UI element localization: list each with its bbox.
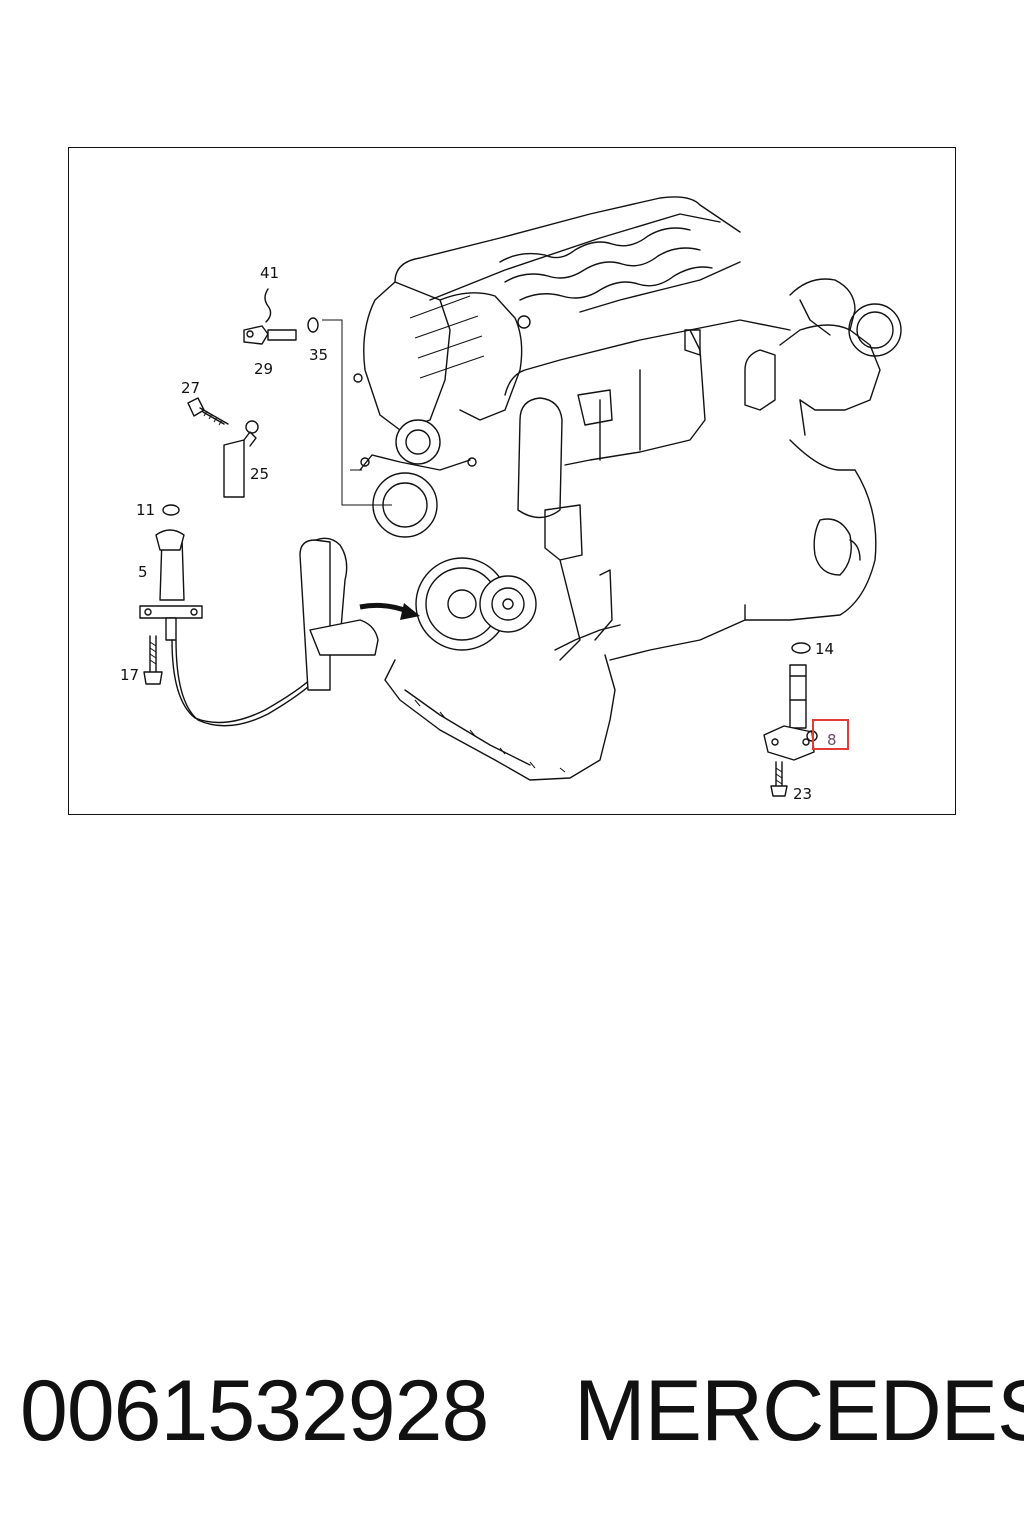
engine-parts-diagram: 41 35 29 27 25 11 5 17 14 8 23 [120, 196, 902, 803]
callout-5: 5 [138, 563, 148, 581]
callout-41: 41 [260, 264, 279, 282]
callout-35: 35 [309, 346, 328, 364]
leader-lines [322, 319, 392, 506]
part-8-sensor [763, 664, 818, 761]
engine-block-drawing [353, 196, 902, 781]
part-27-bolt [187, 397, 229, 426]
part-11-oring [162, 504, 180, 516]
callout-23: 23 [793, 785, 812, 803]
part-14-oring [791, 642, 811, 654]
callout-25: 25 [250, 465, 269, 483]
part-25-bracket [223, 420, 259, 498]
callout-11: 11 [136, 501, 155, 519]
part-17-bolt [143, 635, 163, 685]
callout-27: 27 [181, 379, 200, 397]
part-23-bolt [770, 761, 788, 797]
brand-name: MERCEDES [574, 1363, 1024, 1459]
callout-8: 8 [827, 731, 837, 749]
part-29-sensor [243, 325, 297, 345]
sensor-harness [299, 537, 379, 691]
caption: 0061532928 MERCEDES [0, 1362, 1024, 1472]
callout-29: 29 [254, 360, 273, 378]
highlight-box-callout-8 [812, 719, 849, 750]
callout-14: 14 [815, 640, 834, 658]
part-number: 0061532928 [20, 1363, 489, 1459]
part-35-ring [307, 317, 319, 333]
part-5-sensor [139, 529, 319, 727]
callout-17: 17 [120, 666, 139, 684]
direction-arrow [359, 602, 420, 620]
part-41-seal [264, 288, 272, 323]
parts-diagram-frame [68, 147, 956, 815]
